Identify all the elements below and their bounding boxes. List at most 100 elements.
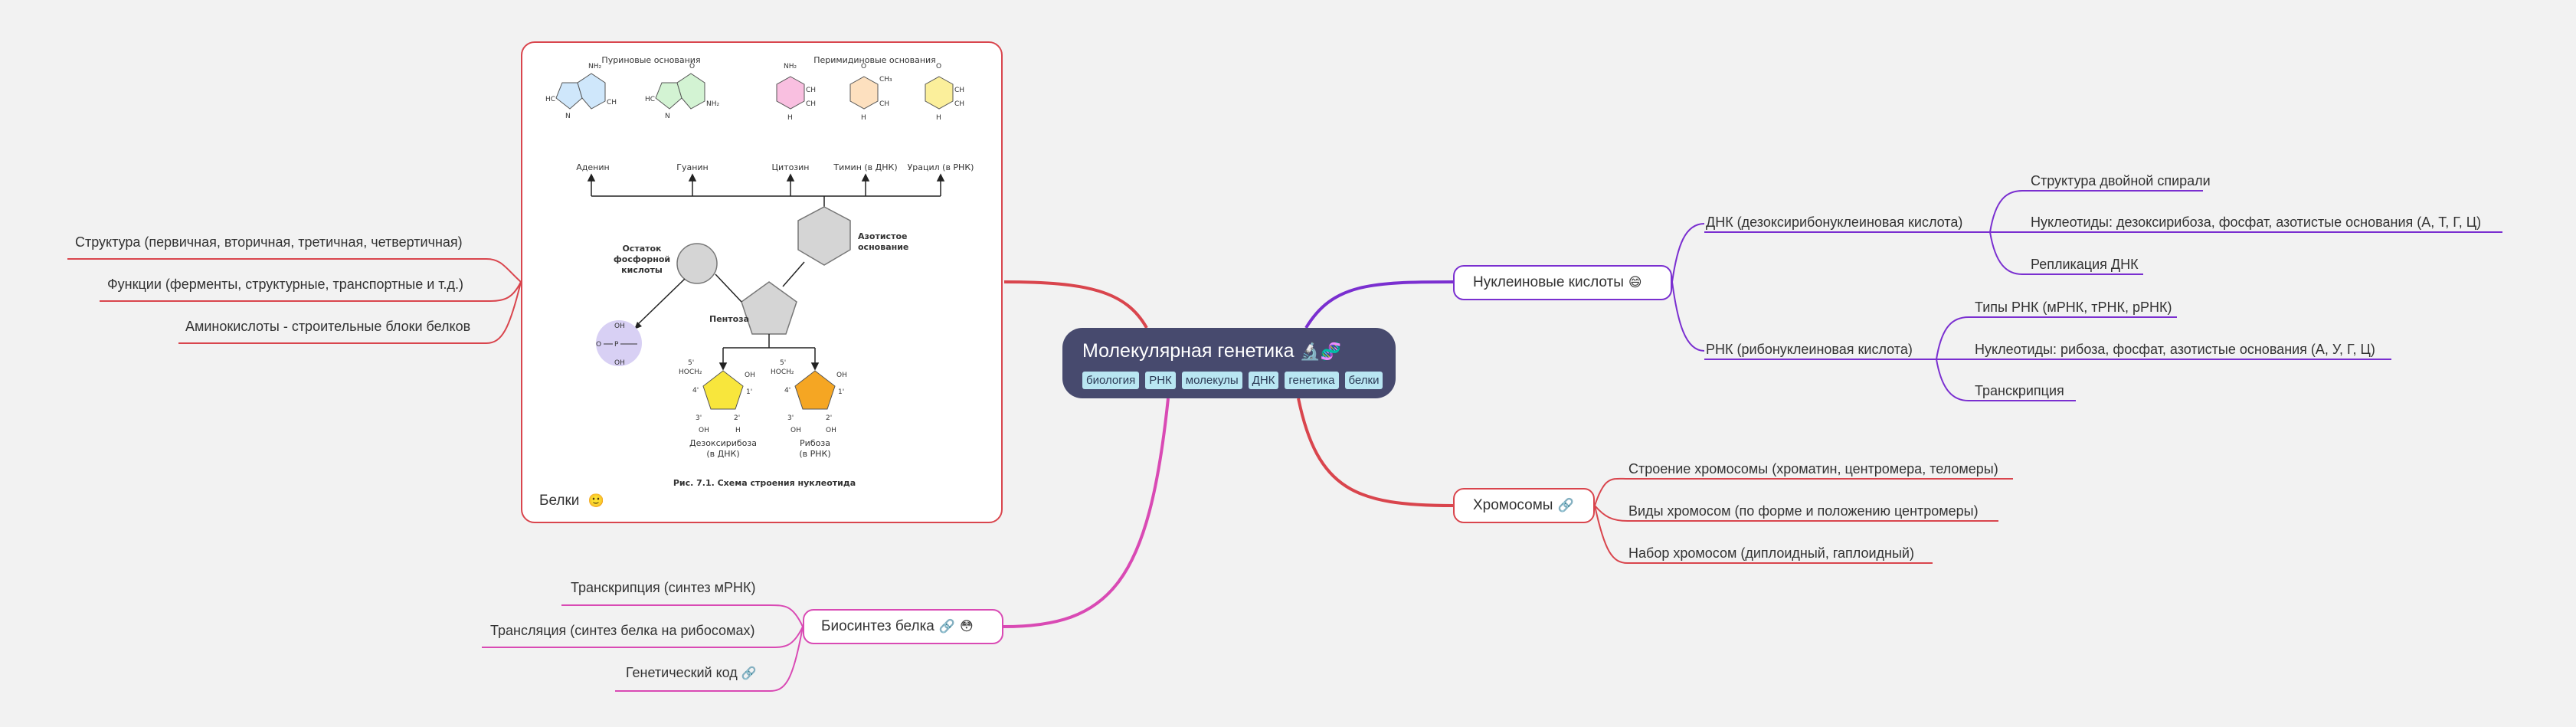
svg-text:1': 1' xyxy=(838,388,844,396)
pyrimidines-title: Перимидиновые основания xyxy=(813,55,936,65)
microscope-dna-icon: 🔬🧬 xyxy=(1299,342,1342,361)
svg-text:3': 3' xyxy=(696,414,702,422)
sugar-arrows xyxy=(718,334,820,371)
pentose-label: Пентоза xyxy=(709,314,749,324)
adenine-molecule: NH₂ HC CH N xyxy=(545,63,617,120)
deoxyribose-molecule: 5' HOCH₂ OH 4' 1' 3' 2' OH H xyxy=(679,359,755,434)
branch-protein-biosynthesis[interactable]: Биосинтез белка 🔗 😳 xyxy=(803,609,1003,644)
branch-proteins-panel[interactable]: Пуриновые основания Перимидиновые основа… xyxy=(521,41,1003,523)
sugar-label-ribose-note: (в РНК) xyxy=(799,449,830,459)
link-icon[interactable]: 🔗 xyxy=(741,667,757,680)
topic-dna[interactable]: ДНК (дезоксирибонуклеиновая кислота) xyxy=(1706,214,1963,230)
svg-text:H: H xyxy=(735,427,741,434)
pentose-shape xyxy=(741,281,797,335)
svg-text:2': 2' xyxy=(826,414,832,422)
svg-text:H: H xyxy=(861,114,866,122)
base-arrows xyxy=(587,173,945,219)
topic-dna-replication[interactable]: Репликация ДНК xyxy=(2031,257,2139,272)
root-title: Молекулярная генетика xyxy=(1082,340,1295,362)
svg-text:HC: HC xyxy=(645,96,655,103)
base-label-guanine: Гуанин xyxy=(676,162,709,172)
svg-text:2': 2' xyxy=(734,414,740,422)
connector-biosynthesis xyxy=(1003,398,1170,628)
tag-biology[interactable]: биология xyxy=(1082,372,1140,389)
slight-smile-icon: 🙂 xyxy=(588,493,604,508)
root-tags: биология РНК молекулы ДНК генетика белки xyxy=(1082,372,1383,389)
svg-text:N: N xyxy=(565,113,571,120)
svg-text:OH: OH xyxy=(836,372,847,379)
svg-text:CH₃: CH₃ xyxy=(879,76,892,84)
sugar-label-ribose: Рибоза xyxy=(800,438,830,448)
smile-icon: 😄 xyxy=(1628,275,1642,290)
phosphate-shape xyxy=(676,243,718,284)
purines-title: Пуриновые основания xyxy=(601,55,700,65)
svg-text:H: H xyxy=(936,114,941,122)
svg-text:O: O xyxy=(689,63,695,70)
base-label-2: основание xyxy=(858,242,908,252)
topic-genetic-code[interactable]: Генетический код 🔗 xyxy=(626,665,757,681)
tag-proteins[interactable]: белки xyxy=(1344,372,1383,389)
svg-text:OH: OH xyxy=(826,427,836,434)
svg-text:P: P xyxy=(614,341,619,349)
svg-text:5': 5' xyxy=(780,359,786,367)
svg-text:O: O xyxy=(861,63,866,70)
branch-chromosomes[interactable]: Хромосомы 🔗 xyxy=(1453,488,1595,523)
uracil-molecule: O CH CH H xyxy=(925,63,964,122)
phosphate-label-3: кислоты xyxy=(621,265,663,275)
topic-rna-nucleotides[interactable]: Нуклеотиды: рибоза, фосфат, азотистые ос… xyxy=(1975,342,2375,357)
link-icon[interactable]: 🔗 xyxy=(1557,498,1574,513)
svg-text:4': 4' xyxy=(692,387,699,395)
svg-text:CH: CH xyxy=(954,100,964,108)
topic-protein-functions[interactable]: Функции (ферменты, структурные, транспор… xyxy=(107,277,464,292)
svg-text:HOCH₂: HOCH₂ xyxy=(771,368,794,376)
nitrogen-base-shape xyxy=(797,206,851,266)
svg-text:OH: OH xyxy=(614,359,625,367)
svg-text:NH₂: NH₂ xyxy=(706,100,720,108)
base-label-uracil: Урацил (в РНК) xyxy=(908,162,974,172)
topic-transcription-rna[interactable]: Транскрипция xyxy=(1975,383,2064,398)
branch-proteins-label: Белки 🙂 xyxy=(539,493,604,509)
svg-text:H: H xyxy=(787,114,793,122)
tag-dna[interactable]: ДНК xyxy=(1248,372,1279,389)
cytosine-molecule: NH₂ CH CH H xyxy=(776,63,816,122)
flushed-face-icon: 😳 xyxy=(960,619,974,634)
svg-text:OH: OH xyxy=(745,372,755,379)
sugar-label-deoxyribose-note: (в ДНК) xyxy=(706,449,739,459)
svg-text:NH₂: NH₂ xyxy=(588,63,602,70)
tag-molecules[interactable]: молекулы xyxy=(1181,372,1242,389)
connector-chromosomes xyxy=(1297,398,1454,507)
connector-proteins xyxy=(1003,280,1148,329)
svg-text:1': 1' xyxy=(746,388,752,396)
guanine-molecule: O HC NH₂ N xyxy=(645,63,720,120)
svg-text:4': 4' xyxy=(784,387,790,395)
topic-chromosome-set[interactable]: Набор хромосом (диплоидный, гаплоидный) xyxy=(1628,545,1914,561)
svg-text:CH: CH xyxy=(879,100,889,108)
svg-text:N: N xyxy=(665,113,670,120)
link-icon[interactable]: 🔗 xyxy=(938,619,956,634)
tag-rna[interactable]: РНК xyxy=(1145,372,1176,389)
svg-text:O: O xyxy=(936,63,941,70)
topic-chromosome-types[interactable]: Виды хромосом (по форме и положению цент… xyxy=(1628,503,1979,519)
topic-protein-structure[interactable]: Структура (первичная, вторичная, третичн… xyxy=(75,234,463,250)
connector-nucleic xyxy=(1304,280,1454,329)
tag-genetics[interactable]: генетика xyxy=(1285,372,1339,389)
root-topic[interactable]: Молекулярная генетика 🔬🧬 биология РНК мо… xyxy=(1062,328,1396,398)
topic-chromosome-structure[interactable]: Строение хромосомы (хроматин, центромера… xyxy=(1628,461,1998,476)
ribose-molecule: 5' HOCH₂ OH 4' 1' 3' 2' OH OH xyxy=(771,359,847,434)
thymine-molecule: O CH₃ CH H xyxy=(849,63,892,122)
branch-nucleic-acids[interactable]: Нуклеиновые кислоты 😄 xyxy=(1453,265,1672,300)
svg-text:CH: CH xyxy=(607,99,617,106)
topic-dna-nucleotides[interactable]: Нуклеотиды: дезоксирибоза, фосфат, азоти… xyxy=(2031,214,2482,230)
svg-text:3': 3' xyxy=(787,414,794,422)
sugar-label-deoxyribose: Дезоксирибоза xyxy=(689,438,757,448)
svg-text:CH: CH xyxy=(954,87,964,94)
base-label-adenine: Аденин xyxy=(576,162,609,172)
topic-rna[interactable]: РНК (рибонуклеиновая кислота) xyxy=(1706,342,1913,357)
topic-amino-acids[interactable]: Аминокислоты - строительные блоки белков xyxy=(185,319,471,334)
topic-rna-types[interactable]: Типы РНК (мРНК, тРНК, рРНК) xyxy=(1975,300,2172,315)
topic-translation[interactable]: Трансляция (синтез белка на рибосомах) xyxy=(490,623,755,638)
topic-transcription[interactable]: Транскрипция (синтез мРНК) xyxy=(571,580,756,595)
svg-text:HOCH₂: HOCH₂ xyxy=(679,368,702,376)
topic-dna-structure[interactable]: Структура двойной спирали xyxy=(2031,173,2211,188)
